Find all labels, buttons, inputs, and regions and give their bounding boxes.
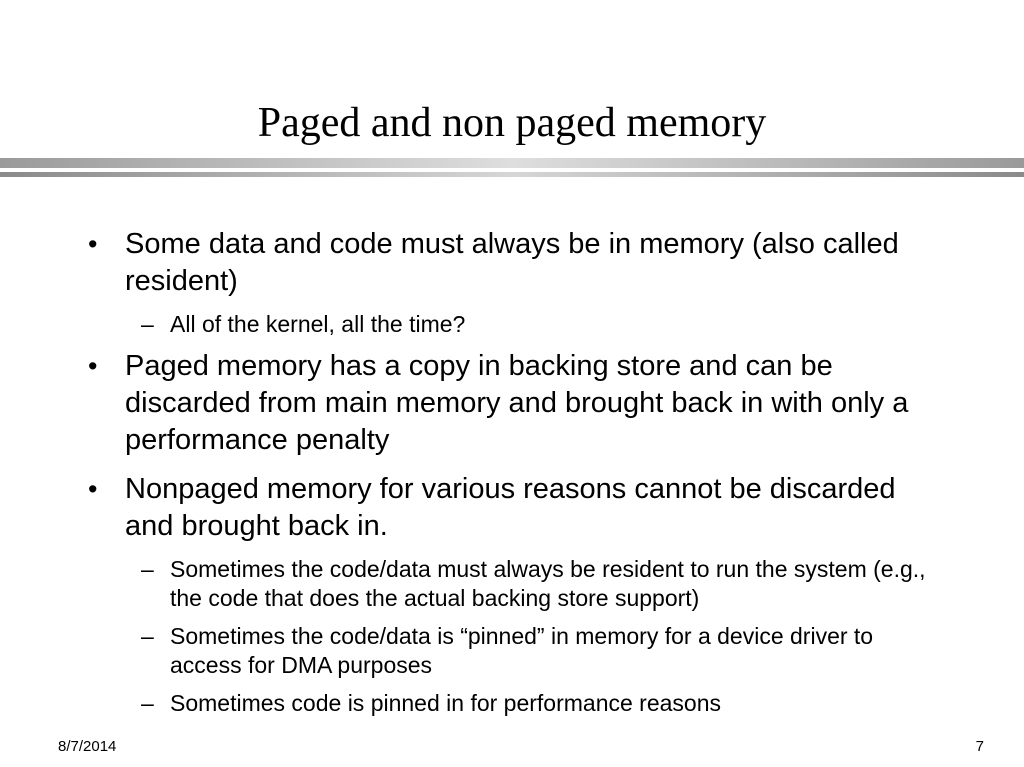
sub-bullet-text: Sometimes the code/data is “pinned” in m…: [170, 623, 874, 678]
bullet-item: • Some data and code must always be in m…: [86, 226, 946, 300]
slide-title: Paged and non paged memory: [257, 100, 767, 146]
sub-bullet-item: – Sometimes code is pinned in for perfor…: [141, 689, 946, 718]
bullet-item: • Nonpaged memory for various reasons ca…: [86, 471, 946, 545]
dash-icon: –: [141, 690, 154, 716]
bullet-text: Nonpaged memory for various reasons cann…: [125, 473, 896, 542]
sub-bullet-text: Sometimes the code/data must always be r…: [170, 556, 926, 611]
sub-bullet-item: – All of the kernel, all the time?: [141, 310, 946, 339]
bullet-icon: •: [88, 229, 98, 259]
sub-bullet-text: Sometimes code is pinned in for performa…: [170, 690, 722, 716]
bullet-text: Some data and code must always be in mem…: [125, 228, 899, 297]
dash-icon: –: [141, 556, 154, 582]
slide-body: • Some data and code must always be in m…: [86, 226, 946, 727]
title-divider-thick: [0, 158, 1024, 168]
sub-bullet-item: – Sometimes the code/data is “pinned” in…: [141, 622, 946, 680]
sub-bullet-text: All of the kernel, all the time?: [170, 311, 466, 337]
page-number: 7: [975, 738, 984, 755]
bullet-icon: •: [88, 474, 98, 504]
sub-bullet-item: – Sometimes the code/data must always be…: [141, 555, 946, 613]
footer-date: 8/7/2014: [58, 738, 117, 755]
bullet-item: • Paged memory has a copy in backing sto…: [86, 348, 946, 459]
title-divider-thin: [0, 172, 1024, 177]
bullet-icon: •: [88, 351, 98, 381]
dash-icon: –: [141, 623, 154, 649]
dash-icon: –: [141, 311, 154, 337]
bullet-text: Paged memory has a copy in backing store…: [125, 350, 909, 456]
